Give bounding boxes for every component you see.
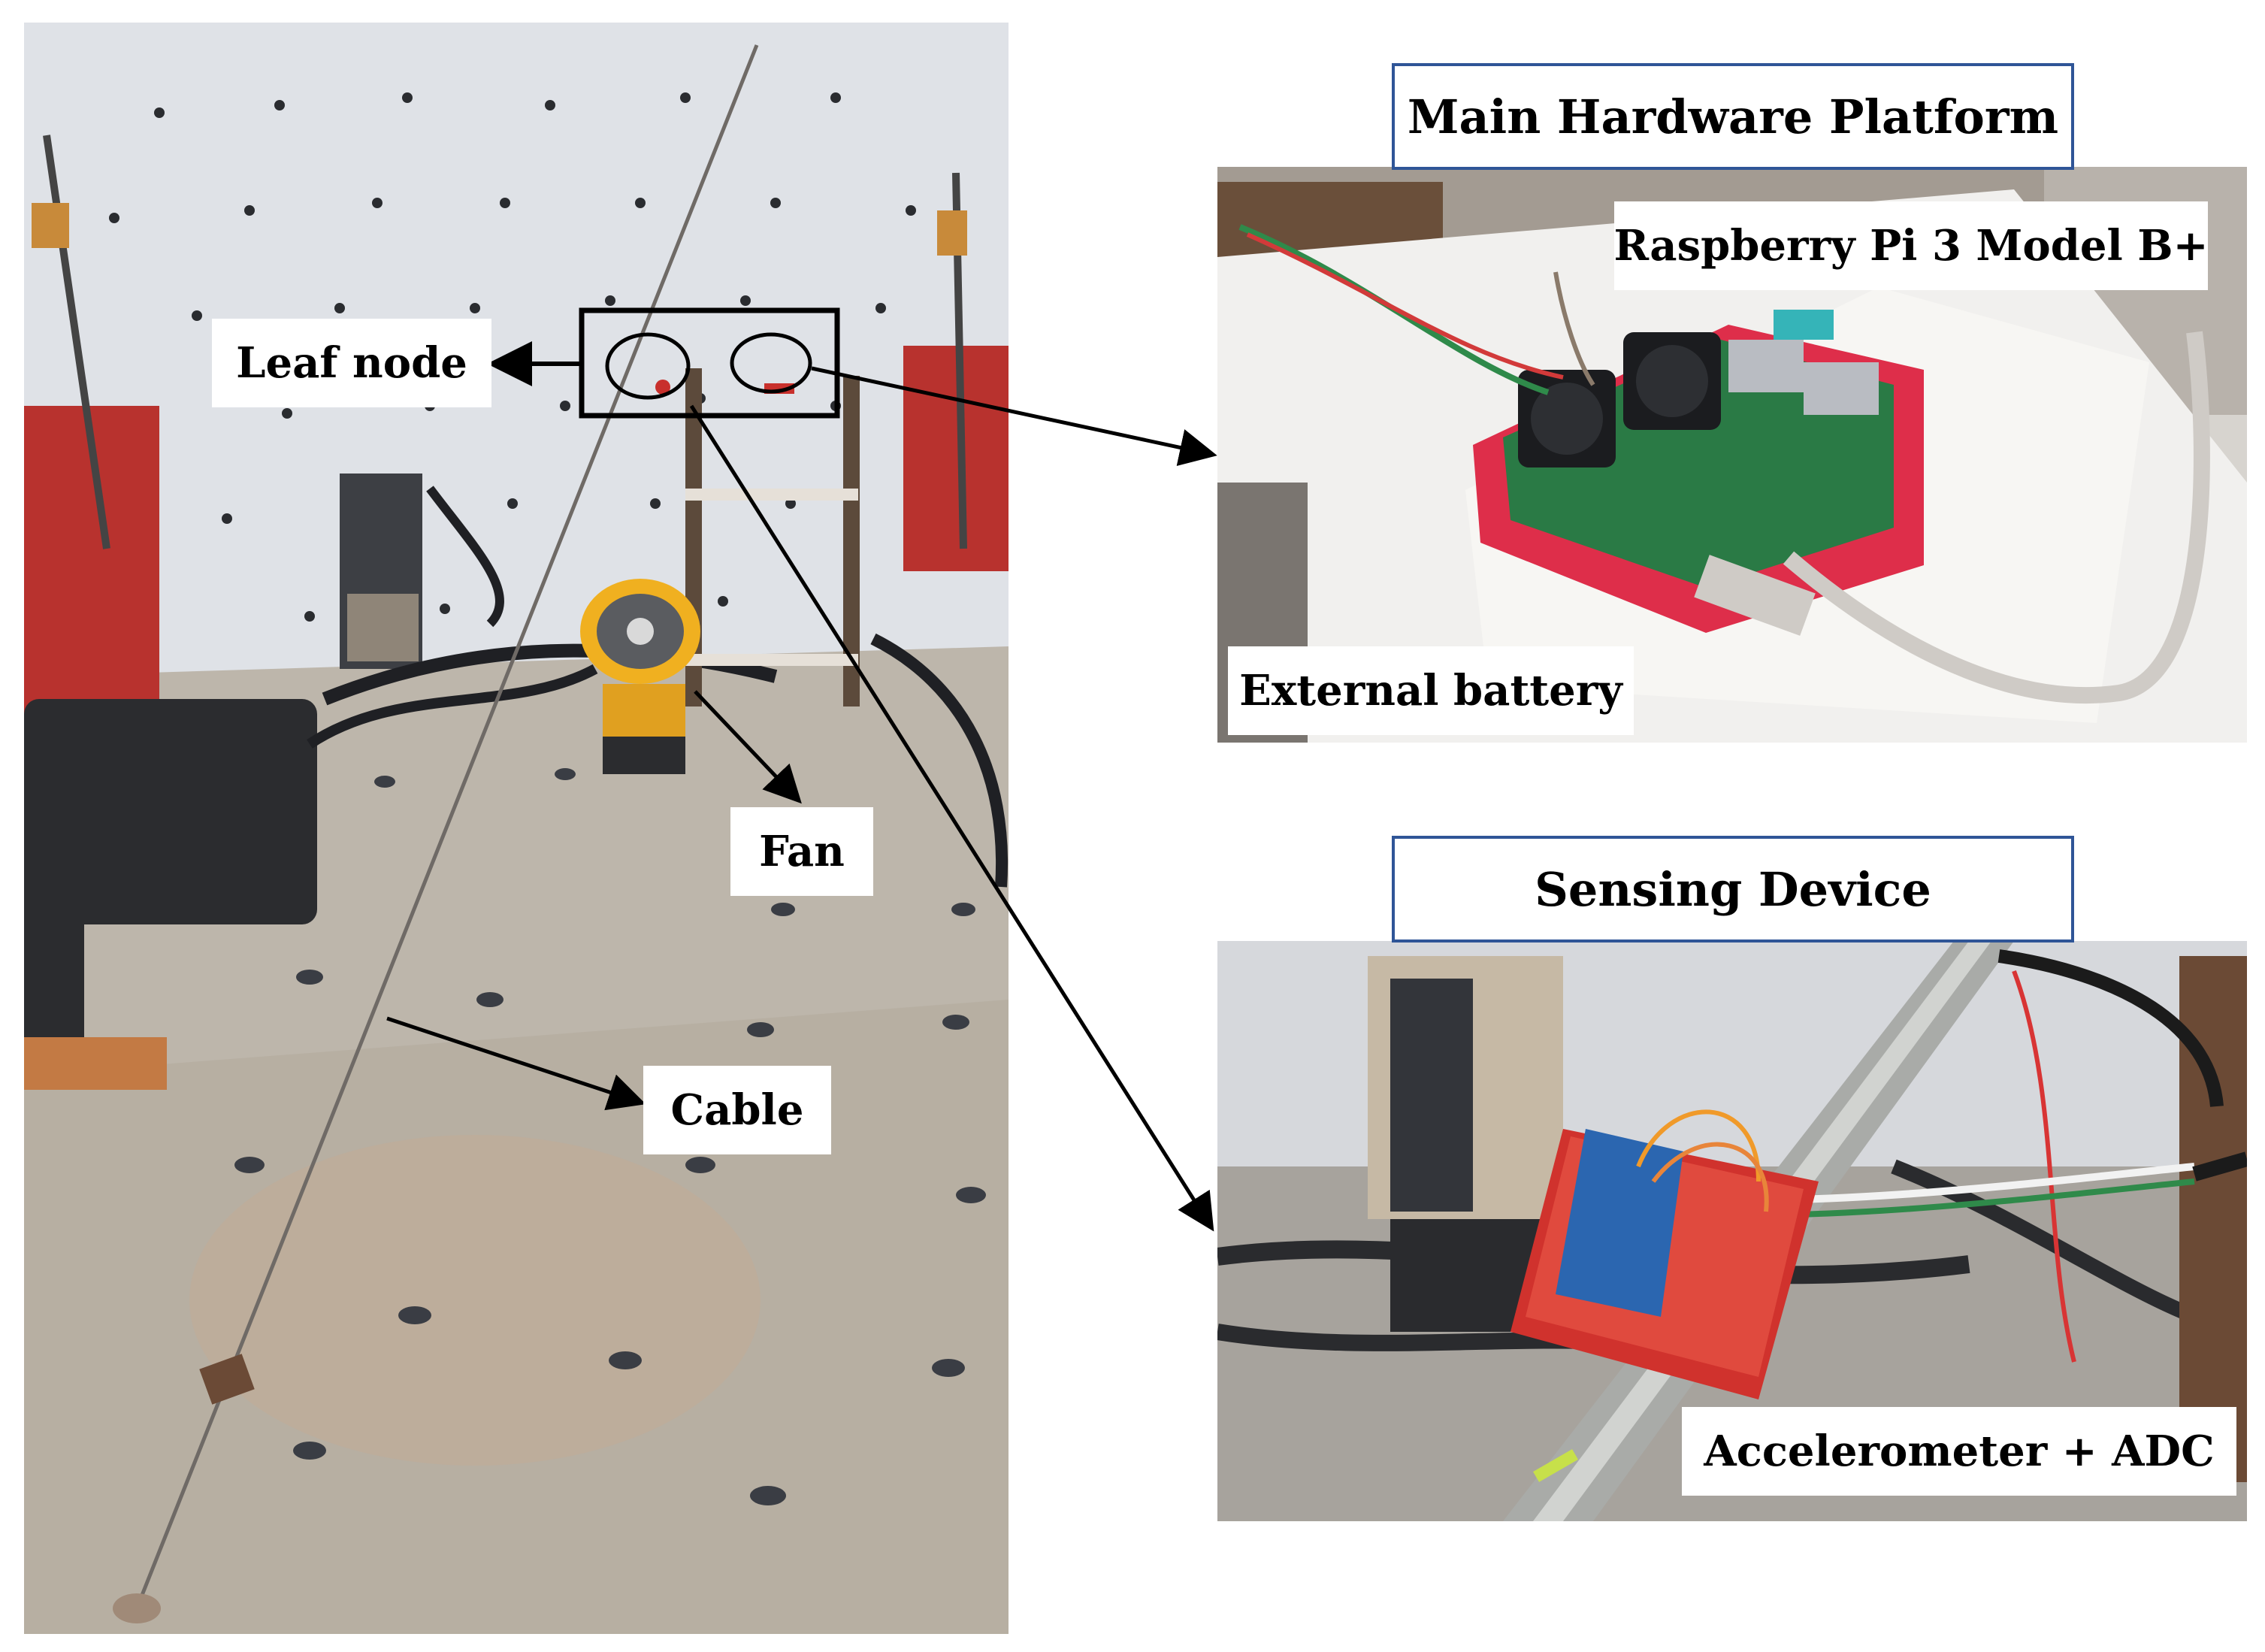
- raspberry-pi-label: Raspberry Pi 3 Model B+: [1613, 201, 2209, 290]
- accelerometer-label: Accelerometer + ADC: [1682, 1407, 2236, 1496]
- main-platform-title: Main Hardware Platform: [1392, 63, 2074, 170]
- fan-label: Fan: [730, 807, 873, 896]
- cable-label: Cable: [643, 1066, 831, 1154]
- sensing-device-title: Sensing Device: [1392, 836, 2074, 942]
- external-battery-label: External battery: [1228, 646, 1634, 735]
- leaf-node-label: Leaf node: [212, 319, 491, 407]
- raspberry-pi-photo: [1217, 167, 2247, 743]
